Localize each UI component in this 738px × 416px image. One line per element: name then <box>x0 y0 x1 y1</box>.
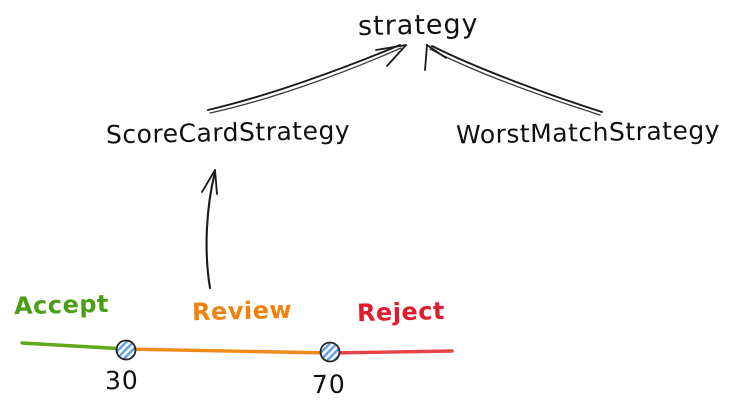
band-label-reject: Reject <box>356 296 446 328</box>
scale-segment-accept <box>20 341 128 351</box>
threshold-value-30: 30 <box>104 365 140 396</box>
node-strategy[interactable]: strategy <box>357 8 479 43</box>
edge-scale-to-scorecard <box>201 169 218 290</box>
edge-worstmatch-to-strategy <box>424 44 603 116</box>
score-scale-line <box>20 341 454 355</box>
node-scorecard-strategy[interactable]: ScoreCardStrategy <box>105 115 351 150</box>
node-worstmatch-strategy[interactable]: WorstMatchStrategy <box>455 115 721 150</box>
threshold-marker-30[interactable] <box>115 339 137 361</box>
edge-scorecard-to-strategy <box>207 44 407 114</box>
scale-segment-reject <box>328 349 454 355</box>
threshold-marker-70[interactable] <box>319 341 341 363</box>
scale-segment-review <box>124 347 332 355</box>
threshold-value-70: 70 <box>311 369 347 400</box>
band-label-review: Review <box>191 295 293 327</box>
band-label-accept: Accept <box>13 289 110 321</box>
